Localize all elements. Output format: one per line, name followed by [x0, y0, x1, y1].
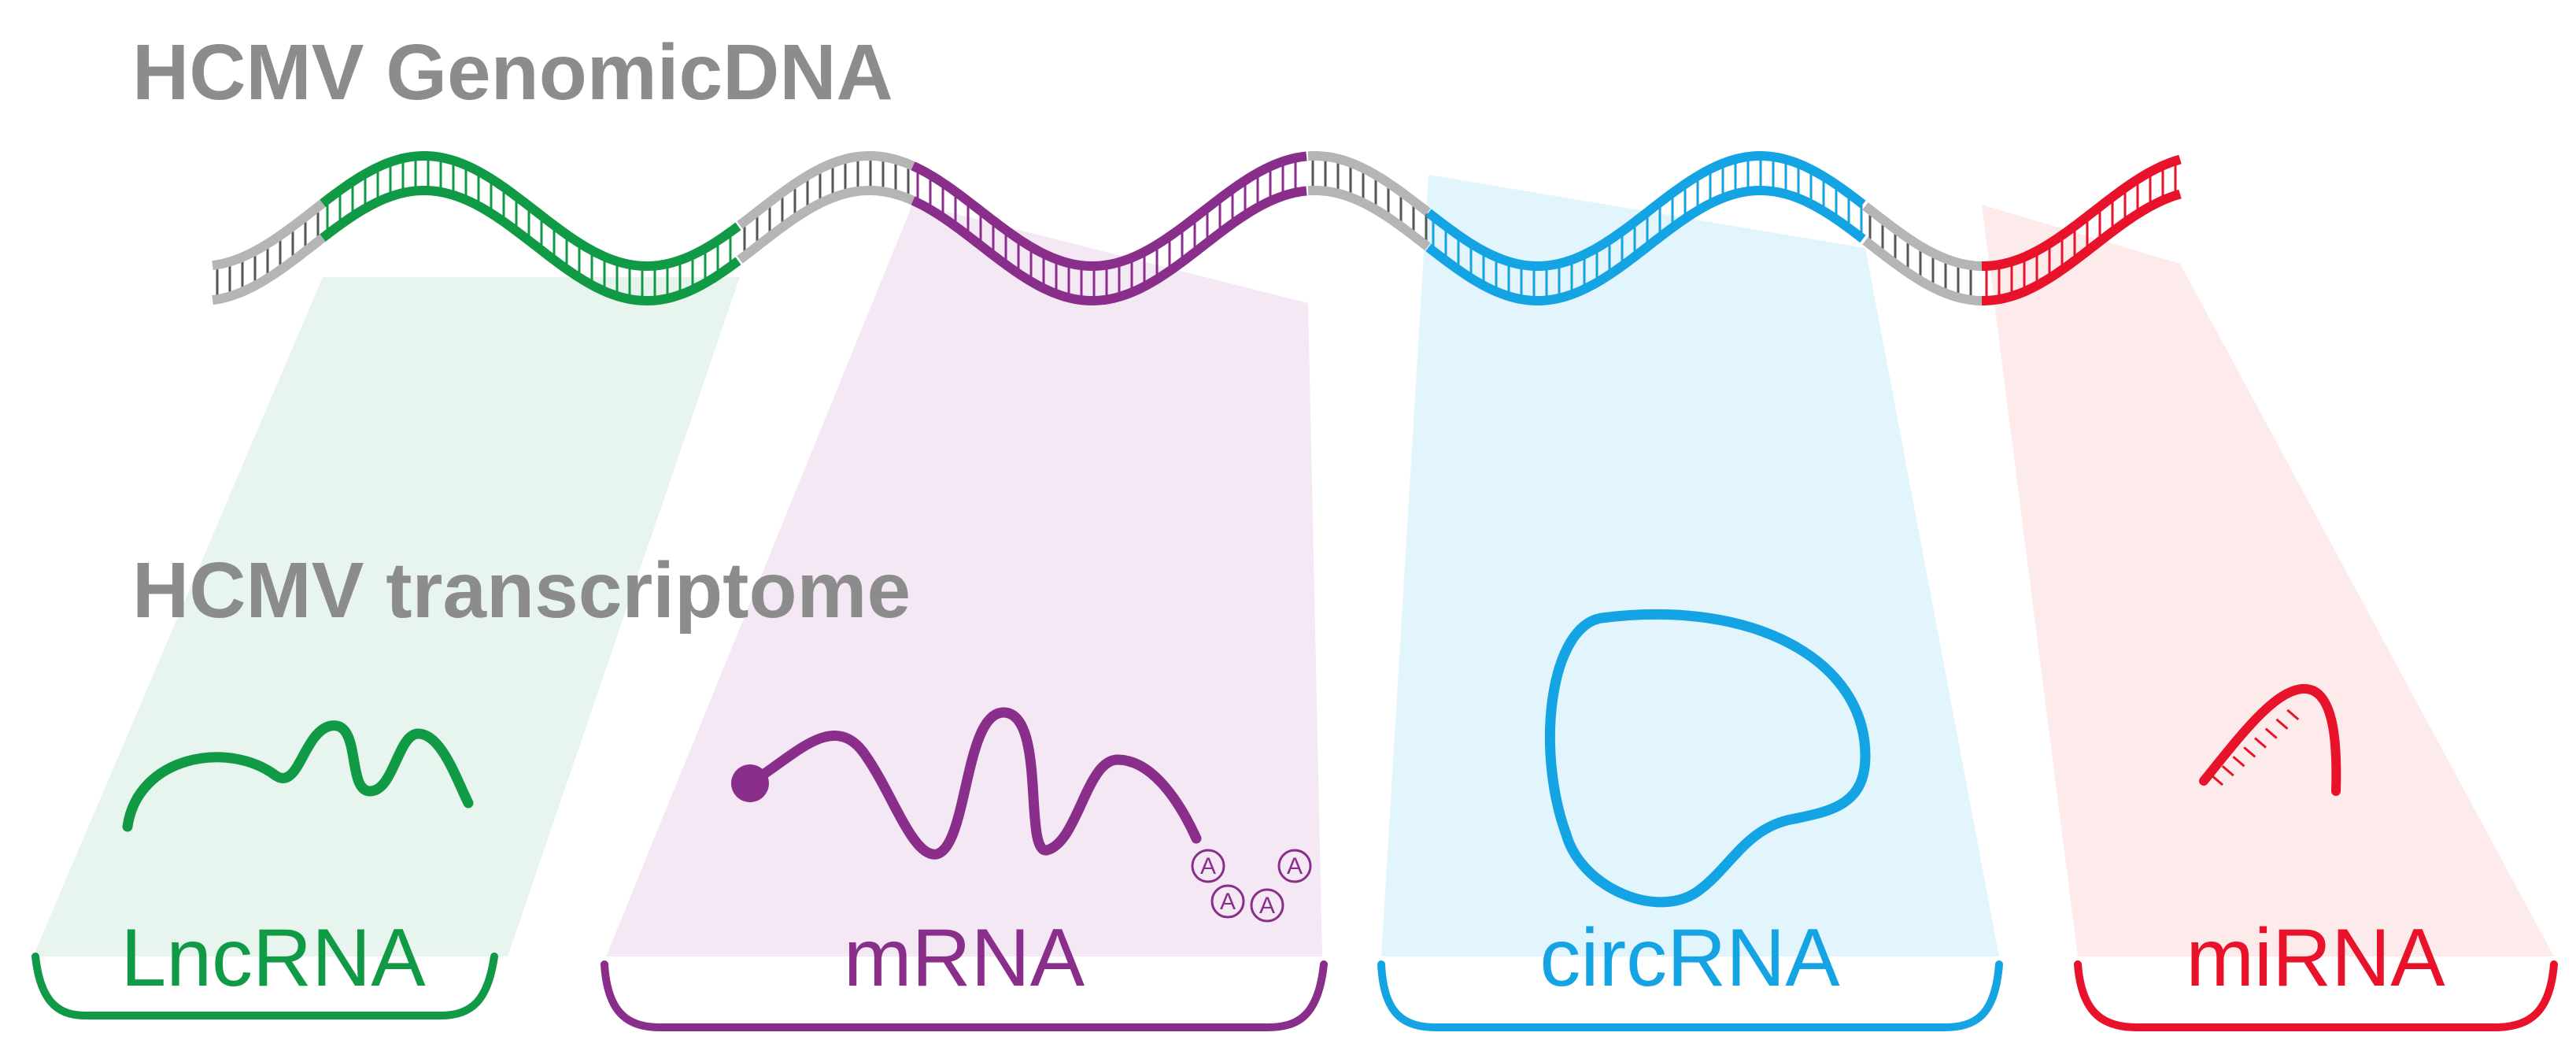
dna-segment: [911, 151, 1307, 306]
hairpin-base-pair: [2243, 746, 2256, 758]
dna-strand: [320, 151, 741, 272]
hairpin-base-pair: [2211, 774, 2223, 786]
mirna-label: miRNA: [2186, 912, 2445, 1004]
dna-strand: [1862, 202, 1983, 271]
dna-strand: [1982, 154, 2182, 271]
circrna-glyph: [1544, 609, 1871, 908]
hairpin-base-pair: [2275, 718, 2289, 730]
poly-a-letter: A: [1259, 893, 1275, 919]
dna-segment: [1862, 202, 1983, 305]
dna-strand: [1425, 151, 1866, 271]
circrna-bracket: [1377, 960, 2003, 1031]
dna-strand: [737, 151, 915, 229]
genomic-dna-helix: [212, 151, 2182, 306]
dna-strand: [1425, 186, 1866, 305]
transcript-brackets: [31, 953, 2558, 1031]
hairpin-base-pair: [2254, 737, 2267, 749]
circrna-label: circRNA: [1539, 912, 1840, 1004]
dna-segment: [1307, 151, 1431, 251]
hairpin-base-pair: [2286, 709, 2300, 721]
dna-strand: [1307, 151, 1431, 216]
lncrna-projection: [33, 277, 740, 957]
lncrna-bracket: [31, 953, 498, 1019]
circrna-projection: [1381, 175, 1999, 957]
dna-segment: [1982, 154, 2182, 305]
dna-strand: [320, 186, 741, 306]
poly-a-letter: A: [1200, 853, 1216, 879]
genomic-dna-heading: HCMV GenomicDNA: [132, 28, 893, 117]
poly-a-circle: [1210, 884, 1245, 919]
transcriptome-heading: HCMV transcriptome: [132, 546, 911, 635]
lncrna-glyph: [122, 720, 474, 832]
mirna-projection: [1982, 205, 2554, 957]
hairpin-base-pair: [2264, 727, 2278, 739]
dna-strand: [212, 199, 326, 271]
dna-strand: [212, 234, 326, 305]
lncrna-label: LncRNA: [120, 912, 426, 1004]
mrna-bracket: [601, 960, 1328, 1031]
poly-a-circle: [1191, 849, 1225, 883]
hairpin-base-pair: [2232, 756, 2245, 768]
dna-strand: [911, 151, 1307, 272]
dna-strand: [1862, 237, 1983, 305]
mirna-bracket: [2074, 960, 2558, 1031]
poly-a-letter: A: [1220, 889, 1236, 915]
dna-segment: [737, 151, 915, 264]
dna-strand: [911, 186, 1307, 306]
dna-strand: [1982, 189, 2182, 305]
dna-segment: [212, 199, 326, 305]
mirna-glyph: [2199, 683, 2341, 796]
dna-strand: [1307, 186, 1431, 251]
poly-a-circle: [1277, 849, 1312, 883]
hairpin-base-pair: [2221, 764, 2234, 777]
dna-segment: [320, 151, 741, 306]
poly-a-circle: [1250, 888, 1284, 923]
poly-a-letter: A: [1287, 853, 1303, 879]
dna-segment: [1425, 151, 1866, 305]
dna-strand: [737, 186, 915, 264]
mrna-label: mRNA: [843, 912, 1085, 1004]
